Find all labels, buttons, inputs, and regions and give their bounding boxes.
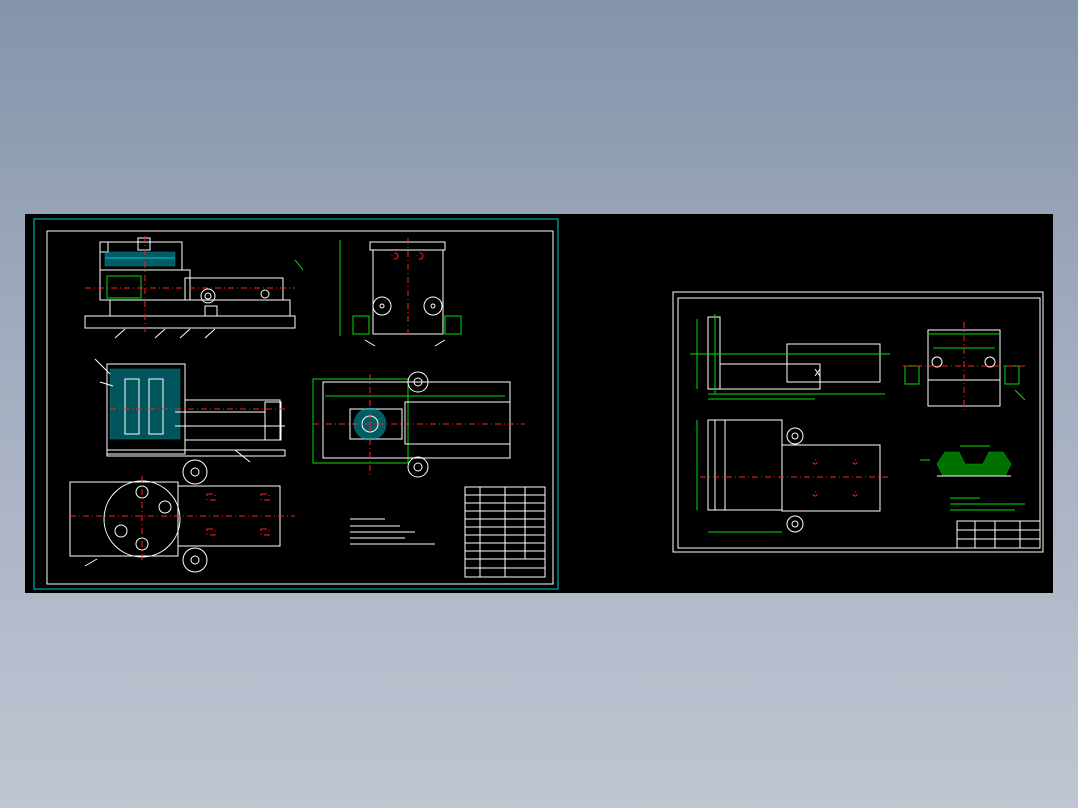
cad-viewport[interactable]: [25, 214, 1053, 593]
assembly-sheet[interactable]: [33, 218, 559, 590]
bottom-view: [69, 459, 295, 573]
part-title-block: [956, 520, 1041, 549]
part-outer-border: [672, 291, 1044, 553]
part-technical-notes: [950, 497, 1025, 511]
part-front-view: [690, 314, 890, 400]
assembly-inner-border: [46, 230, 554, 585]
assembly-parts-list: [464, 486, 546, 578]
cad-drawing-canvas: [33, 218, 1044, 590]
part-sheet[interactable]: [672, 291, 1044, 553]
part-end-view: [903, 322, 1026, 412]
assembly-outer-border: [33, 218, 559, 590]
part-top-view: [696, 419, 890, 533]
part-inner-border: [677, 297, 1041, 549]
part-detail-section: [920, 445, 1012, 477]
top-section-view: [94, 358, 286, 463]
side-view: [339, 238, 462, 347]
front-section-view: [84, 236, 304, 339]
assembly-technical-notes: [350, 518, 435, 545]
plan-view: [312, 371, 525, 478]
